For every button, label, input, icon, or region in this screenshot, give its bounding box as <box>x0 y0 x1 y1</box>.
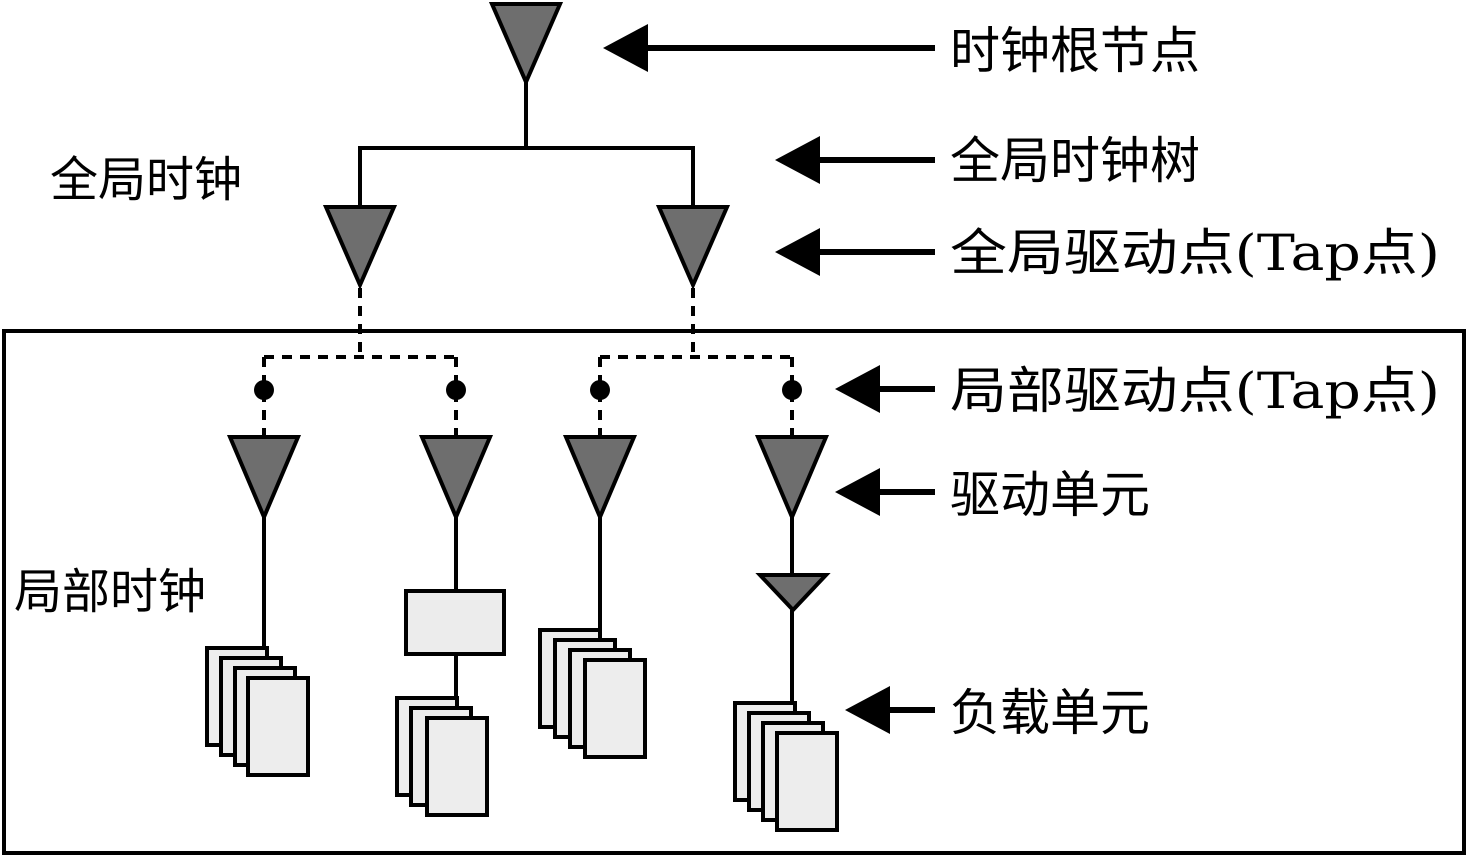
load-cell-stack-1-icon <box>205 646 310 777</box>
driver-cell-4-icon <box>754 435 830 523</box>
load-cell-stack-4-icon <box>733 701 839 832</box>
dashed-tap-connections <box>262 288 794 438</box>
local-tap-dot-3-icon <box>590 380 610 400</box>
label-clock-root: 时钟根节点 <box>950 22 1200 80</box>
driver-cell-2-icon <box>418 435 494 523</box>
arrow-global-clock-tree-icon <box>775 136 935 184</box>
arrow-driver-cell-icon <box>835 468 935 516</box>
clock-root-buffer-icon <box>488 2 564 88</box>
label-local-tap: 局部驱动点(Tap点) <box>950 362 1440 420</box>
label-driver-cell: 驱动单元 <box>950 466 1150 524</box>
arrow-load-cell-icon <box>845 686 935 734</box>
global-tap-buffer-left-icon <box>322 205 398 291</box>
label-global-tap: 全局驱动点(Tap点) <box>950 224 1440 282</box>
local-tap-dot-4-icon <box>782 380 802 400</box>
label-load-cell: 负载单元 <box>950 684 1150 742</box>
global-tree-wire <box>358 146 695 210</box>
label-global-clock: 全局时钟 <box>50 152 242 208</box>
secondary-buffer-icon <box>755 573 831 613</box>
arrow-clock-root-icon <box>603 24 935 72</box>
load-cell-stack-2-icon <box>395 696 489 817</box>
arrow-local-tap-icon <box>835 365 935 413</box>
load-cell-stack-3-icon <box>538 628 647 759</box>
local-region-frame <box>2 329 1466 855</box>
local-tap-dot-1-icon <box>254 380 274 400</box>
driver-cell-1-icon <box>226 435 302 523</box>
global-tap-buffer-right-icon <box>655 205 731 291</box>
logic-gate-box <box>404 589 506 656</box>
arrow-global-tap-icon <box>775 228 935 276</box>
local-tap-dot-2-icon <box>446 380 466 400</box>
label-local-clock: 局部时钟 <box>14 564 206 620</box>
driver-cell-3-icon <box>562 435 638 523</box>
label-global-clock-tree: 全局时钟树 <box>950 132 1200 190</box>
